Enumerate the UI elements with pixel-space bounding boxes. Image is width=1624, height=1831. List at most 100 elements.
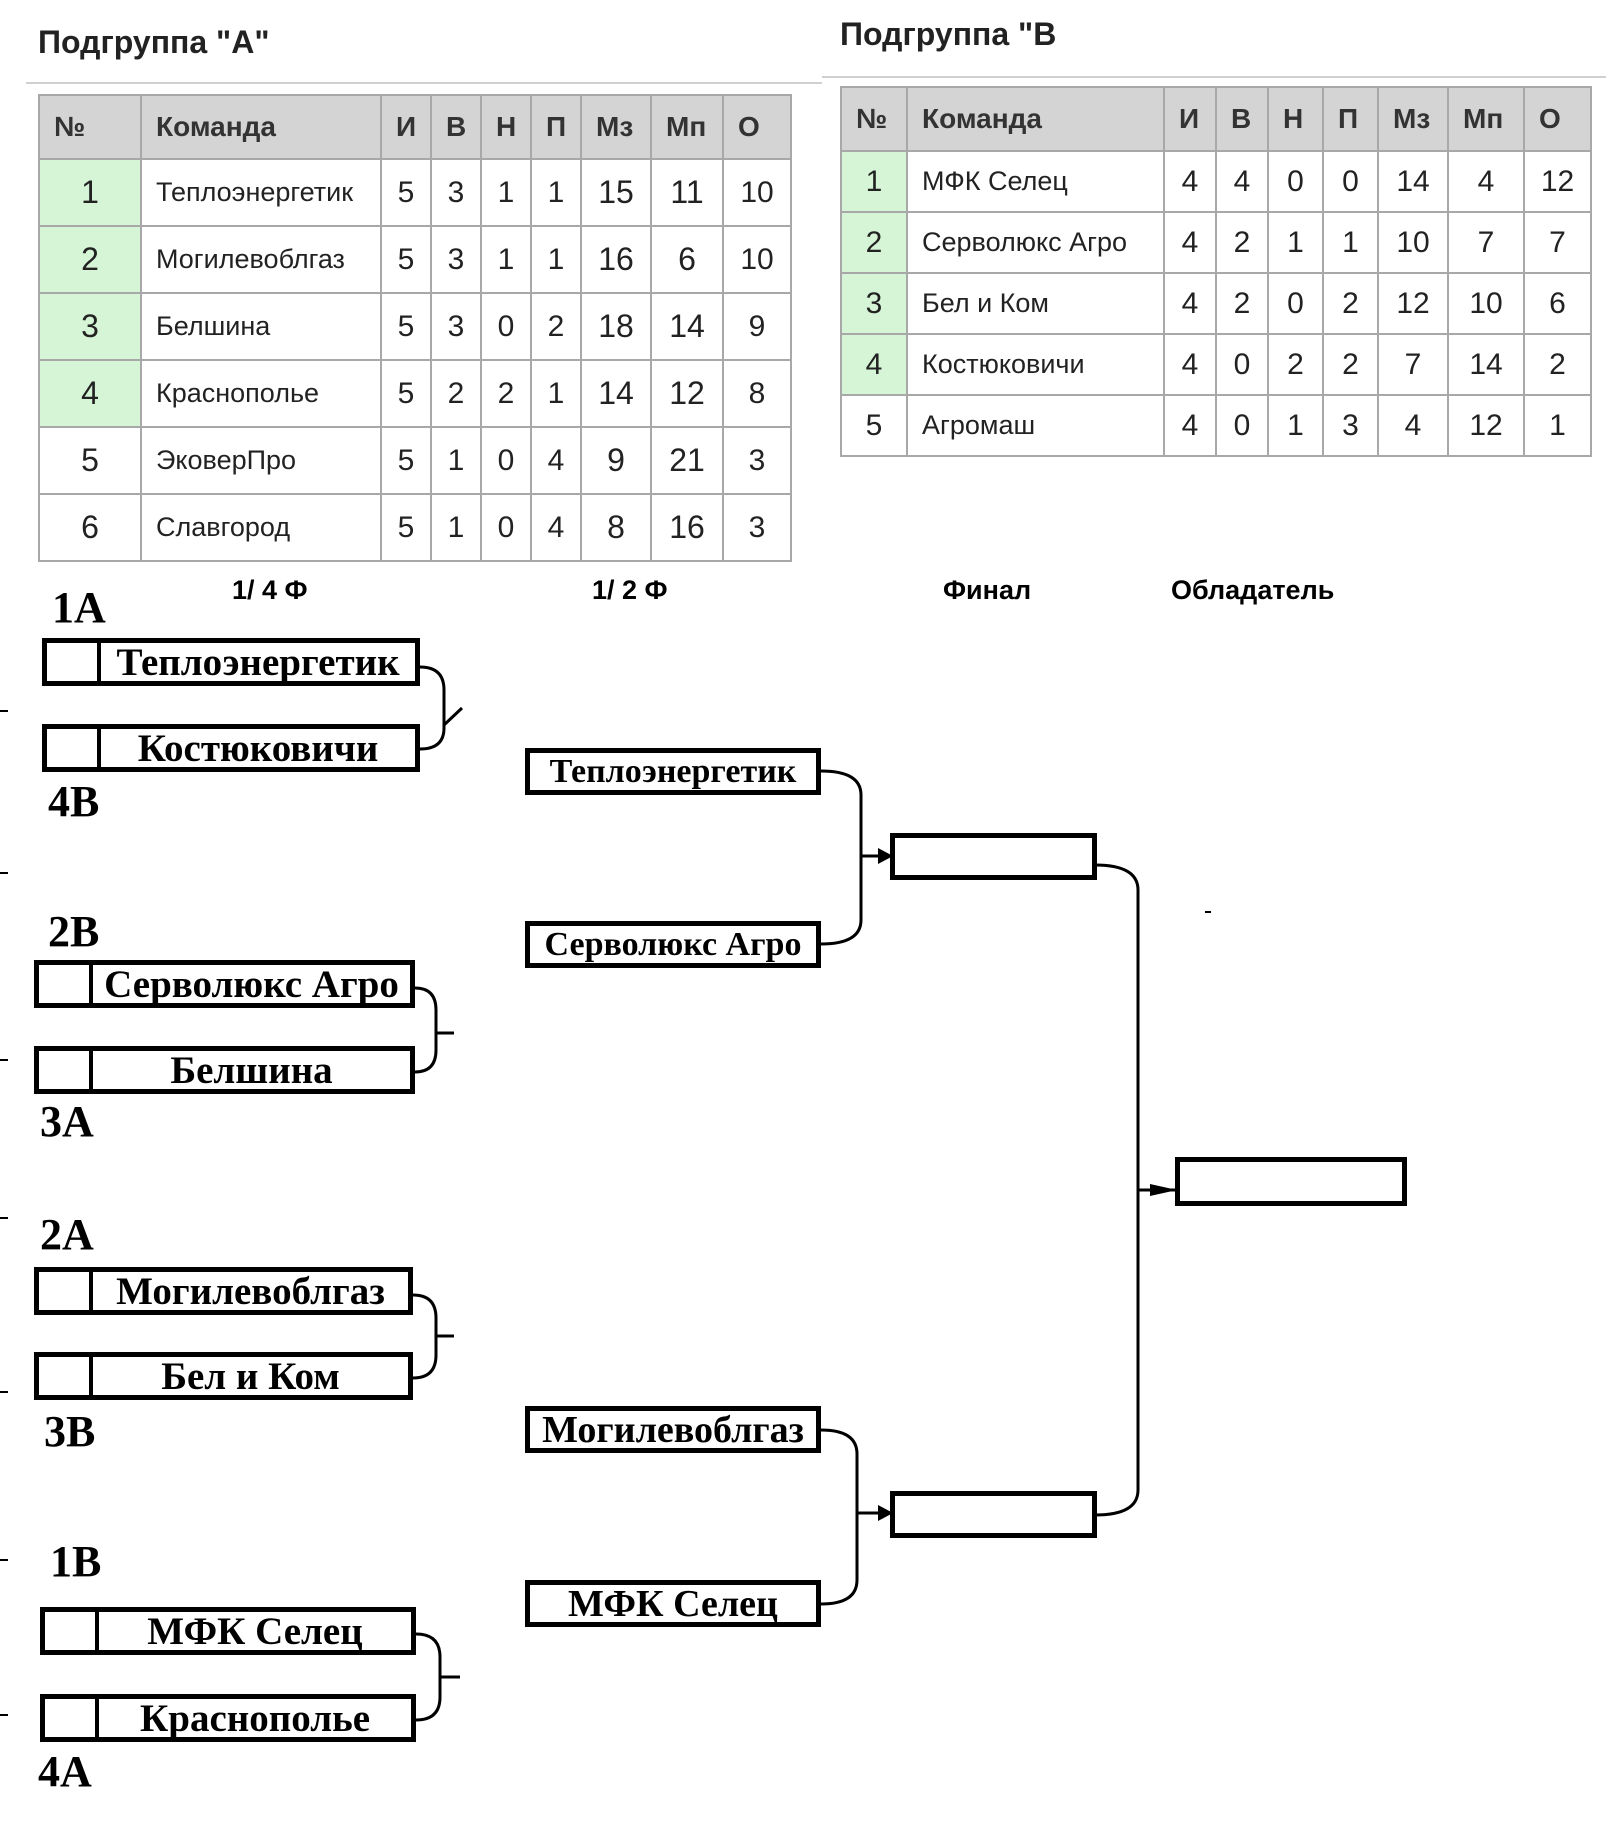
- group-b-stat-cell: 0: [1267, 272, 1324, 335]
- group-b-stat-cell: 4: [1215, 150, 1269, 213]
- group-b-stat-cell: 14: [1377, 150, 1449, 213]
- score-box: [47, 643, 101, 681]
- score-box: [39, 1272, 93, 1310]
- group-a-header-cell: О: [722, 94, 792, 160]
- group-b-header-cell: П: [1322, 86, 1379, 152]
- group-b-stat-cell: 2: [1267, 333, 1324, 396]
- group-b-stat-cell: 10: [1447, 272, 1525, 335]
- group-b-stat-cell: 12: [1523, 150, 1592, 213]
- quarterfinal-slot: Серволюкс Агро: [34, 960, 415, 1008]
- group-a-stat-cell: 3: [430, 225, 482, 294]
- group-a-stat-cell: 5: [380, 292, 432, 361]
- group-b-title: Подгруппа "В: [840, 16, 1057, 52]
- group-b-stat-cell: 10: [1377, 211, 1449, 274]
- group-a-stat-cell: 1: [530, 158, 582, 227]
- group-a-stat-cell: 0: [480, 292, 532, 361]
- group-a-stat-cell: 8: [722, 359, 792, 428]
- group-a-stat-cell: 21: [650, 426, 724, 495]
- group-b-team-cell: Костюковичи: [906, 333, 1165, 396]
- group-b-header-cell: Мз: [1377, 86, 1449, 152]
- group-a-stat-cell: 3: [722, 426, 792, 495]
- team-name: Бел и Ком: [161, 1354, 340, 1398]
- group-b-team-cell: Бел и Ком: [906, 272, 1165, 335]
- group-b-stat-cell: 1: [1322, 211, 1379, 274]
- round-header-winner: Обладатель: [1171, 575, 1335, 605]
- group-b-stat-cell: 12: [1447, 394, 1525, 457]
- group-b-header-cell: Команда: [906, 86, 1165, 152]
- group-a-stat-cell: 12: [650, 359, 724, 428]
- quarterfinal-slot: Белшина: [34, 1046, 415, 1094]
- group-b-stat-cell: 4: [1447, 150, 1525, 213]
- group-a-header-row: № Команда И В Н П Мз Мп О: [38, 94, 792, 160]
- group-a-rank-cell: 2: [38, 225, 142, 294]
- group-b-header-cell: Мп: [1447, 86, 1525, 152]
- group-a-stat-cell: 1: [530, 225, 582, 294]
- group-a-stat-cell: 5: [380, 359, 432, 428]
- team-name: Могилевоблгаз: [116, 1269, 385, 1313]
- group-a-stat-cell: 1: [430, 493, 482, 562]
- group-a-stat-cell: 14: [650, 292, 724, 361]
- final-slot: [890, 1491, 1097, 1538]
- group-b-stat-cell: 4: [1163, 211, 1217, 274]
- group-a-title: Подгруппа "А": [38, 24, 270, 60]
- group-b-stat-cell: 0: [1215, 394, 1269, 457]
- group-a-stat-cell: 11: [650, 158, 724, 227]
- group-b-stat-cell: 2: [1523, 333, 1592, 396]
- group-b-stat-cell: 14: [1447, 333, 1525, 396]
- score-box: [47, 729, 101, 767]
- group-b-title-rule: [822, 76, 1606, 78]
- winner-slot: [1175, 1157, 1407, 1206]
- group-a-header-cell: Команда: [140, 94, 382, 160]
- group-a-team-cell: Краснополье: [140, 359, 382, 428]
- team-name: Белшина: [170, 1048, 333, 1092]
- group-b-stat-cell: 2: [1322, 333, 1379, 396]
- group-b-team-cell: МФК Селец: [906, 150, 1165, 213]
- group-a-header-cell: И: [380, 94, 432, 160]
- group-a-stat-cell: 1: [480, 225, 532, 294]
- semifinal-slot: Теплоэнергетик: [525, 748, 821, 795]
- group-b-stat-cell: 0: [1267, 150, 1324, 213]
- team-name: МФК Селец: [147, 1609, 363, 1653]
- group-a-header-cell: №: [38, 94, 142, 160]
- group-b-header-row: № Команда И В Н П Мз Мп О: [840, 86, 1592, 152]
- group-a-stat-cell: 3: [430, 158, 482, 227]
- seed-label: 3В: [44, 1407, 96, 1456]
- quarterfinal-slot: Бел и Ком: [34, 1352, 413, 1400]
- group-b-stat-cell: 7: [1447, 211, 1525, 274]
- group-b-rank-cell: 2: [840, 211, 908, 274]
- group-a-stat-cell: 2: [480, 359, 532, 428]
- group-a-team-cell: Могилевоблгаз: [140, 225, 382, 294]
- team-name: Серволюкс Агро: [104, 962, 399, 1006]
- group-b-stat-cell: 6: [1523, 272, 1592, 335]
- semifinal-slot: МФК Селец: [525, 1580, 821, 1627]
- group-b-stat-cell: 3: [1322, 394, 1379, 457]
- group-b-rank-cell: 4: [840, 333, 908, 396]
- group-a-stat-cell: 5: [380, 426, 432, 495]
- group-a-header-cell: Н: [480, 94, 532, 160]
- seed-label: 4А: [38, 1747, 92, 1796]
- group-b-stat-cell: 4: [1163, 333, 1217, 396]
- group-b-stat-cell: 0: [1322, 150, 1379, 213]
- group-b-header-cell: И: [1163, 86, 1217, 152]
- score-box: [39, 1357, 93, 1395]
- round-header-semifinal: 1/ 2 Ф: [592, 575, 668, 605]
- group-a-stat-cell: 4: [530, 426, 582, 495]
- score-box: [39, 965, 93, 1003]
- score-box: [45, 1612, 99, 1650]
- group-b-stat-cell: 4: [1163, 394, 1217, 457]
- group-a-stat-cell: 2: [530, 292, 582, 361]
- group-a-team-cell: Белшина: [140, 292, 382, 361]
- group-a-stat-cell: 1: [480, 158, 532, 227]
- group-a-stat-cell: 4: [530, 493, 582, 562]
- group-a-stat-cell: 9: [580, 426, 652, 495]
- group-b-stat-cell: 1: [1267, 211, 1324, 274]
- group-b-stat-cell: 4: [1163, 150, 1217, 213]
